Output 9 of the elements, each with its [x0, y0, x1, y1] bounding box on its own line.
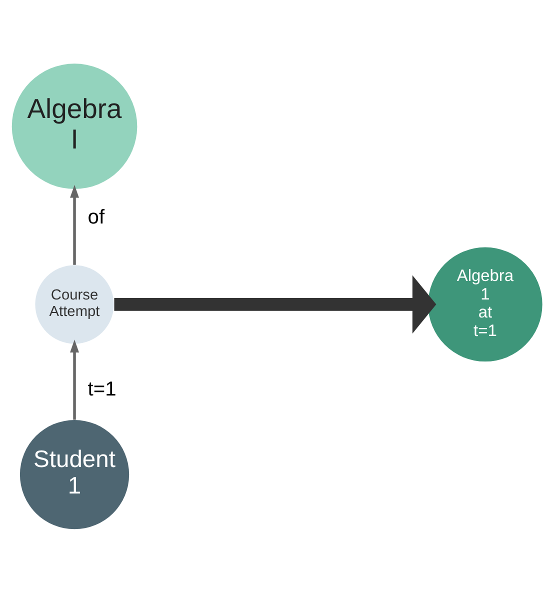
node-circle: Algebra I: [12, 63, 138, 188]
arrow: [114, 274, 436, 334]
arrow: [70, 184, 80, 264]
arrow: [70, 339, 80, 420]
node-circle: Algebra 1 at t=1: [428, 246, 542, 362]
edge-label: t=1: [88, 378, 116, 400]
edge-label: of: [88, 206, 105, 228]
node-circle: Course Attempt: [35, 264, 114, 344]
node-circle: Student 1: [20, 420, 130, 529]
